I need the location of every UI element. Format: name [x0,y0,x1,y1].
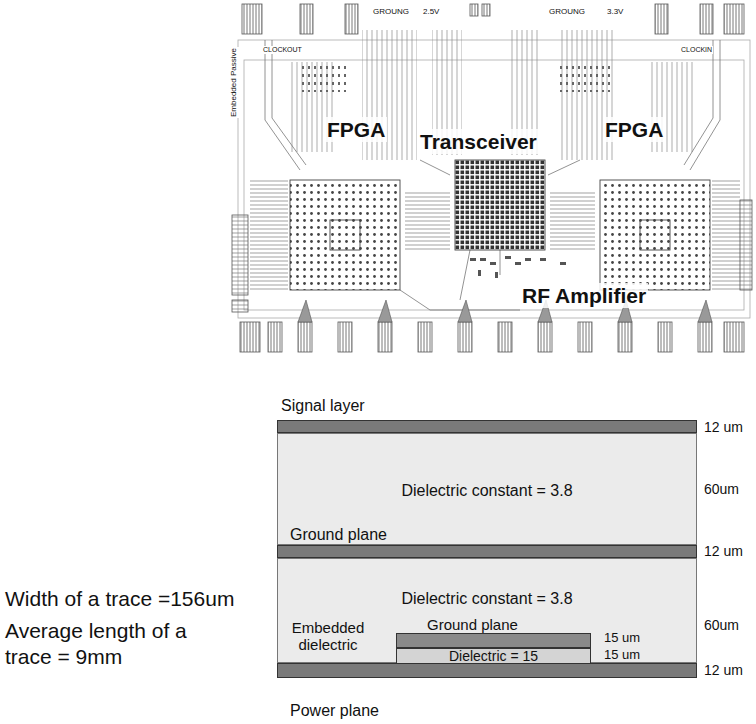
layer-heading: Signal layer [281,396,365,415]
power-plane-bar: Power plane [277,663,697,678]
signal-layer-bar: Signal layer [277,420,697,433]
layer-text: Dielectric = 15 [397,649,590,663]
dimension: 60um [704,617,739,634]
dimension: 12 um [704,543,743,560]
layer-heading: Ground plane [290,525,387,544]
board-outline [238,40,750,318]
voltage-name: 2.5V [422,7,440,17]
dimension: 60um [704,481,739,498]
part-name: Transceiver [418,129,539,154]
layer-text: Embedded dielectric [286,619,370,654]
dimension: 12 um [704,419,743,436]
trace-bundles [250,30,740,290]
layer-heading: Ground plane [427,616,518,634]
small-components [470,256,566,278]
layer-text: Dielectric constant = 3.8 [278,589,696,608]
pin-group-name: GROUNG [548,7,586,17]
tapered-traces [298,300,712,322]
side-pads [232,200,752,312]
embedded-dielectric-block: Dielectric = 15 [396,648,591,664]
note: Width of a trace =156um [5,586,234,611]
region-name: Embedded Passive [229,47,239,118]
dimension: 15 um [604,647,640,662]
signal-name: CLOCKIN [680,46,713,54]
voltage-name: 3.3V [606,7,624,17]
embedded-ground-plane: Ground plane [396,633,591,648]
part-name: RF Amplifier [520,283,648,308]
part-name: FPGA [325,117,387,142]
chips [290,160,710,290]
bottom-pads [240,322,744,352]
layer-heading: Power plane [290,701,379,720]
layer-text: Dielectric constant = 3.8 [278,481,696,500]
part-name: FPGA [603,117,665,142]
signal-name: CLOCKOUT [262,46,303,54]
note: Average length of a trace = 9mm [5,618,225,671]
dimension: 12 um [704,662,743,679]
diagonal-traces [265,40,720,310]
top-pads [242,4,744,34]
dimension: 15 um [604,630,640,645]
pin-group-name: GROUNG [372,7,410,17]
ground-plane-bar: Ground plane [277,545,697,558]
